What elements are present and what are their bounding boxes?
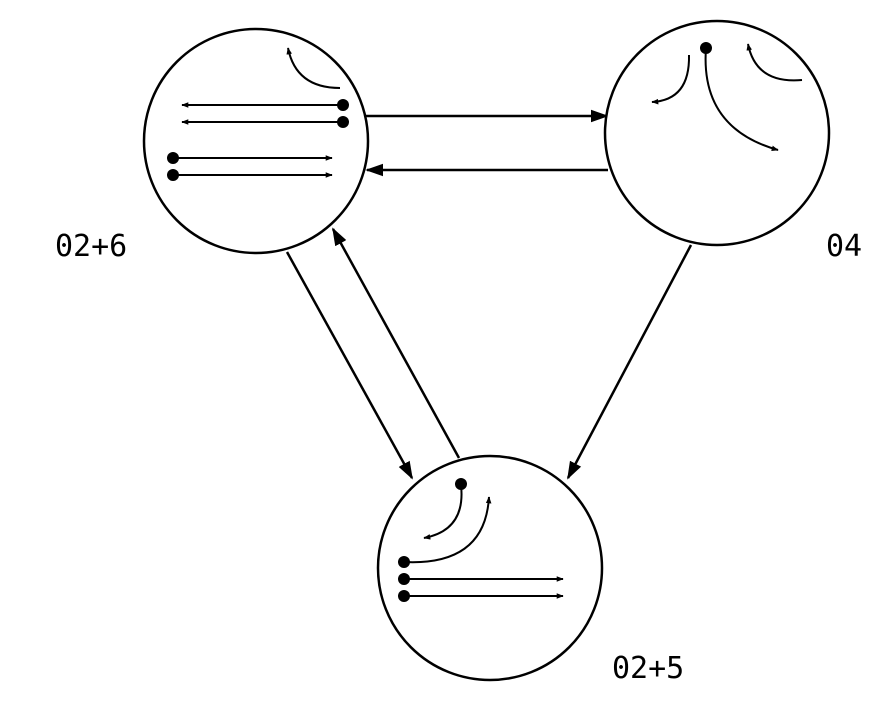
state-c-glyph	[403, 484, 564, 599]
state-b-glyph	[651, 43, 803, 151]
state-label-a: 02+6	[55, 229, 128, 264]
state-label-c: 02+5	[612, 651, 685, 686]
state-circle-c	[376, 454, 604, 682]
state-a-glyph	[173, 47, 343, 178]
arrow-c-to-a	[331, 227, 461, 459]
arrow-b-to-c	[566, 244, 693, 480]
arrow-a-to-c	[285, 251, 414, 480]
state-label-b: 04	[826, 229, 863, 264]
state-circle-a	[142, 27, 370, 255]
transition-arrows	[285, 109, 693, 480]
state-circle-b	[603, 19, 831, 247]
